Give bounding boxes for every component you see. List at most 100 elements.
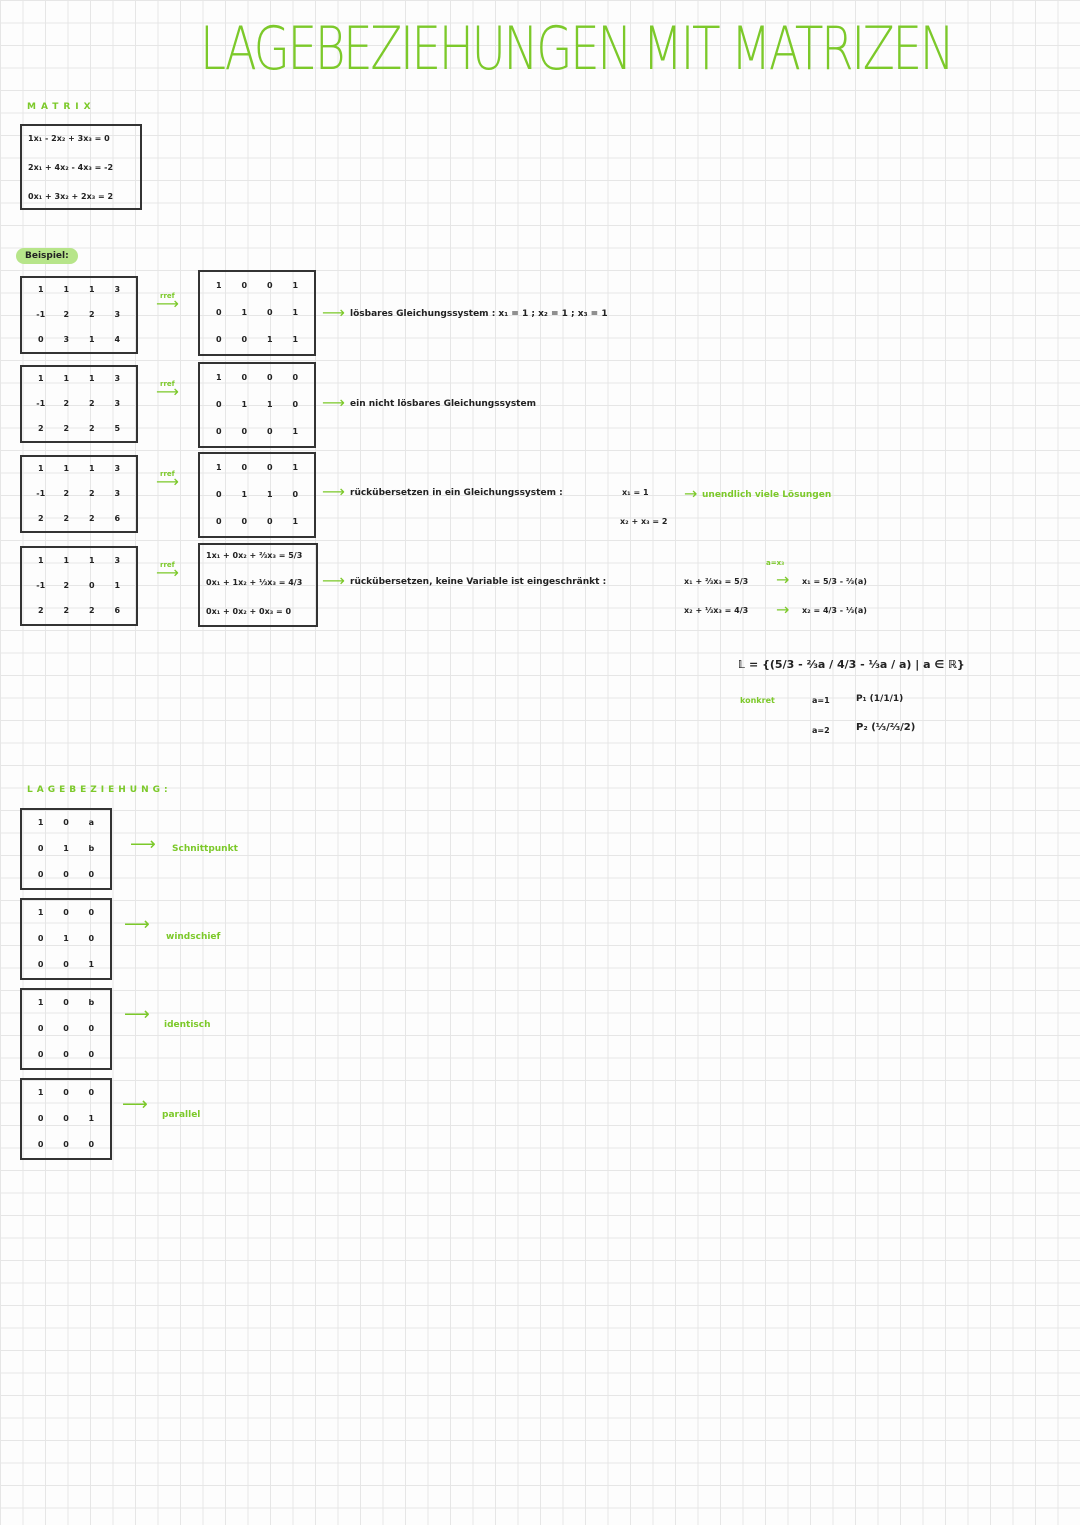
cell: 1 <box>215 372 222 382</box>
cell: 1 <box>63 374 70 384</box>
solution-set: 𝕃 = {(5/3 - ⅔a / 4/3 - ⅓a / a) | a ∈ ℝ} <box>738 658 965 671</box>
lage-3-matrix: 1 0 b 0 0 0 0 0 0 <box>20 988 112 1070</box>
cell: b <box>88 998 95 1007</box>
cell: 0 <box>88 908 95 917</box>
cell: 0 <box>266 372 273 382</box>
rref-label: rref <box>160 561 175 569</box>
example-1-matrix: 1 1 1 3 -1 2 2 3 0 3 1 4 <box>20 276 138 354</box>
cell: 1 <box>292 335 299 345</box>
lage-heading: LAGEBEZIEHUNG: <box>27 785 172 795</box>
cell: 2 <box>63 309 70 319</box>
example-2-note: ein nicht lösbares Gleichungssystem <box>350 399 536 409</box>
arrow-icon: ⟶ <box>322 393 345 412</box>
konkret-point-2: P₂ (⅓/⅔/2) <box>856 722 916 733</box>
example-4-sys1: x₁ + ⅔x₃ = 5/3 <box>684 577 749 586</box>
cell: 2 <box>63 398 70 408</box>
cell: 1 <box>215 462 222 472</box>
example-4-sys2: x₂ + ⅓x₃ = 4/3 <box>684 606 749 615</box>
cell: 0 <box>266 427 273 437</box>
lage-1-label: Schnittpunkt <box>172 844 238 854</box>
example-1-note: lösbares Gleichungssystem : x₁ = 1 ; x₂ … <box>350 309 608 319</box>
cell: 1 <box>266 489 273 499</box>
cell: 0 <box>88 1050 95 1059</box>
cell: 0 <box>215 335 222 345</box>
cell: 1 <box>266 399 273 409</box>
cell: 1 <box>37 998 44 1007</box>
cell: 4 <box>114 334 121 344</box>
cell: 2 <box>88 398 95 408</box>
cell: 0 <box>241 280 248 290</box>
cell: 0 <box>266 307 273 317</box>
cell: 5 <box>114 423 121 433</box>
cell: 2 <box>63 513 70 523</box>
konkret-a-2: a=2 <box>812 726 830 735</box>
cell: 2 <box>88 423 95 433</box>
cell: 0 <box>37 1024 44 1033</box>
lage-2-label: windschief <box>166 932 221 942</box>
solution-x2: x₂ = 4/3 - ⅓(a) <box>802 606 867 615</box>
cell: 0 <box>37 1050 44 1059</box>
cell: 0 <box>88 870 95 879</box>
cell: 1 <box>241 489 248 499</box>
cell: 1 <box>292 427 299 437</box>
cell: 2 <box>63 488 70 498</box>
cell: 1 <box>88 960 95 969</box>
cell: 0 <box>241 372 248 382</box>
cell: 2 <box>88 606 95 616</box>
cell: 0 <box>63 1024 69 1033</box>
cell: 0 <box>88 1024 95 1033</box>
cell: 1 <box>37 374 44 384</box>
example-3-result: unendlich viele Lösungen <box>702 490 832 500</box>
rref-row-3: 0x₁ + 0x₂ + 0x₃ = 0 <box>206 607 292 616</box>
cell: 1 <box>63 844 69 853</box>
rref-label: rref <box>160 380 175 388</box>
cell: 3 <box>114 464 121 474</box>
cell: 0 <box>63 1114 69 1123</box>
cell: 0 <box>241 335 248 345</box>
cell: 3 <box>114 285 121 295</box>
example-3-matrix: 1 1 1 3 -1 2 2 3 2 2 2 6 <box>20 455 138 533</box>
arrow-icon: ⟶ <box>156 382 179 401</box>
matrix-row-3: 0x₁ + 3x₂ + 2x₃ = 2 <box>28 192 114 201</box>
cell: 0 <box>292 489 299 499</box>
cell: 3 <box>114 398 121 408</box>
konkret-a-1: a=1 <box>812 696 830 705</box>
cell: 0 <box>37 960 44 969</box>
cell: 1 <box>292 280 299 290</box>
cell: a <box>88 818 95 827</box>
cell: 1 <box>88 555 95 565</box>
cell: 3 <box>114 555 121 565</box>
cell: 0 <box>292 372 299 382</box>
cell: 0 <box>215 399 222 409</box>
rref-row-2: 0x₁ + 1x₂ + ⅓x₃ = 4/3 <box>206 578 303 587</box>
cell: -1 <box>36 580 46 590</box>
cell: 1 <box>37 464 44 474</box>
cell: -1 <box>36 309 46 319</box>
cell: 0 <box>88 580 95 590</box>
example-3-note: rückübersetzen in ein Gleichungssystem : <box>350 488 563 498</box>
example-2-rref-matrix: 1 0 0 0 0 1 1 0 0 0 0 1 <box>198 362 316 448</box>
arrow-icon: ⟶ <box>156 472 179 491</box>
cell: 0 <box>63 960 69 969</box>
cell: 0 <box>37 334 44 344</box>
arrow-icon: ⟶ <box>156 294 179 313</box>
cell: 0 <box>37 1140 44 1149</box>
cell: 1 <box>266 335 273 345</box>
cell: 1 <box>37 1088 44 1097</box>
cell: 1 <box>241 399 248 409</box>
arrow-icon: → <box>684 484 698 503</box>
cell: 6 <box>114 606 121 616</box>
cell: 1 <box>215 280 222 290</box>
arrow-icon: ⟶ <box>322 571 345 590</box>
cell: 1 <box>88 374 95 384</box>
cell: 0 <box>215 489 222 499</box>
example-4-note: rückübersetzen, keine Variable ist einge… <box>350 577 607 587</box>
example-label: Beispiel: <box>16 248 78 264</box>
cell: 0 <box>215 307 222 317</box>
cell: 1 <box>37 818 44 827</box>
example-4-rref-matrix: 1x₁ + 0x₂ + ⅔x₃ = 5/3 0x₁ + 1x₂ + ⅓x₃ = … <box>198 543 318 627</box>
cell: 1 <box>88 334 95 344</box>
lage-3-label: identisch <box>164 1020 211 1030</box>
cell: 0 <box>266 280 273 290</box>
cell: 0 <box>215 427 222 437</box>
